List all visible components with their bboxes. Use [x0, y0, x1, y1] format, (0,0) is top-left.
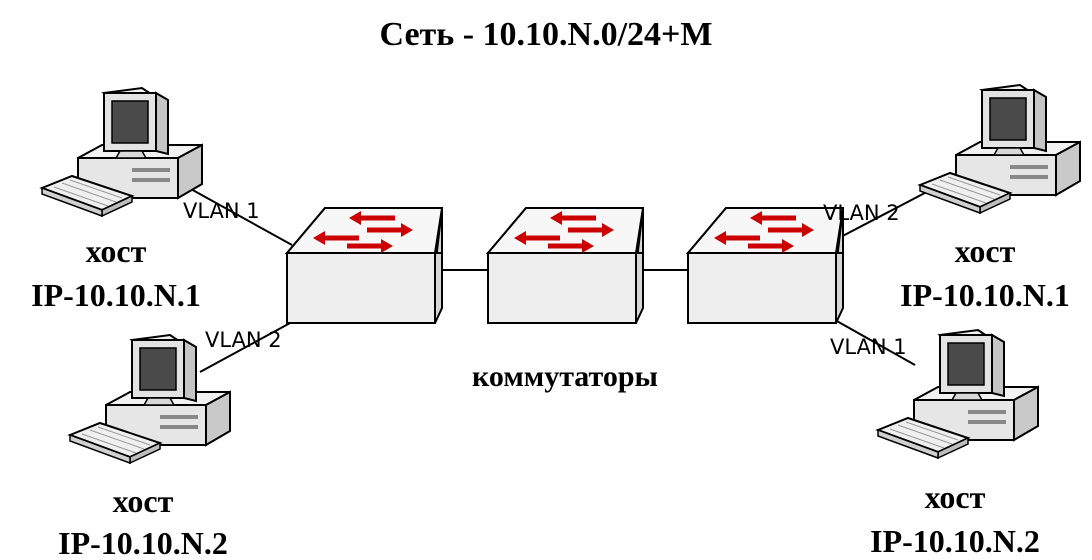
host-name: хост	[86, 233, 147, 269]
host-ip: IP-10.10.N.1	[31, 277, 201, 313]
host-ip: IP-10.10.N.1	[900, 277, 1070, 313]
vlan-label: VLAN 2	[823, 201, 900, 225]
host-name: хост	[925, 479, 986, 515]
desktop-computer-icon	[41, 87, 203, 217]
link-host1-switch1	[179, 182, 293, 246]
vlan-label: VLAN 2	[205, 328, 282, 352]
desktop-computer-icon	[69, 334, 231, 464]
network-switch-icon	[688, 208, 843, 323]
link-host2-switch1	[199, 321, 293, 373]
link-switch3-host3	[834, 184, 941, 241]
host-name: хост	[955, 233, 1016, 269]
host-ip: IP-10.10.N.2	[870, 523, 1040, 559]
host-ip: IP-10.10.N.2	[58, 525, 228, 560]
vlan-label: VLAN 1	[830, 335, 907, 359]
desktop-computer-icon	[919, 84, 1081, 214]
page-title: Сеть - 10.10.N.0/24+M	[379, 16, 712, 53]
host-name: хост	[113, 483, 174, 519]
switches-label: коммутаторы	[472, 360, 658, 393]
network-switch-icon	[488, 208, 643, 323]
link-switch3-host4	[834, 319, 916, 366]
vlan-label: VLAN 1	[183, 199, 260, 223]
network-switch-icon	[287, 208, 442, 323]
